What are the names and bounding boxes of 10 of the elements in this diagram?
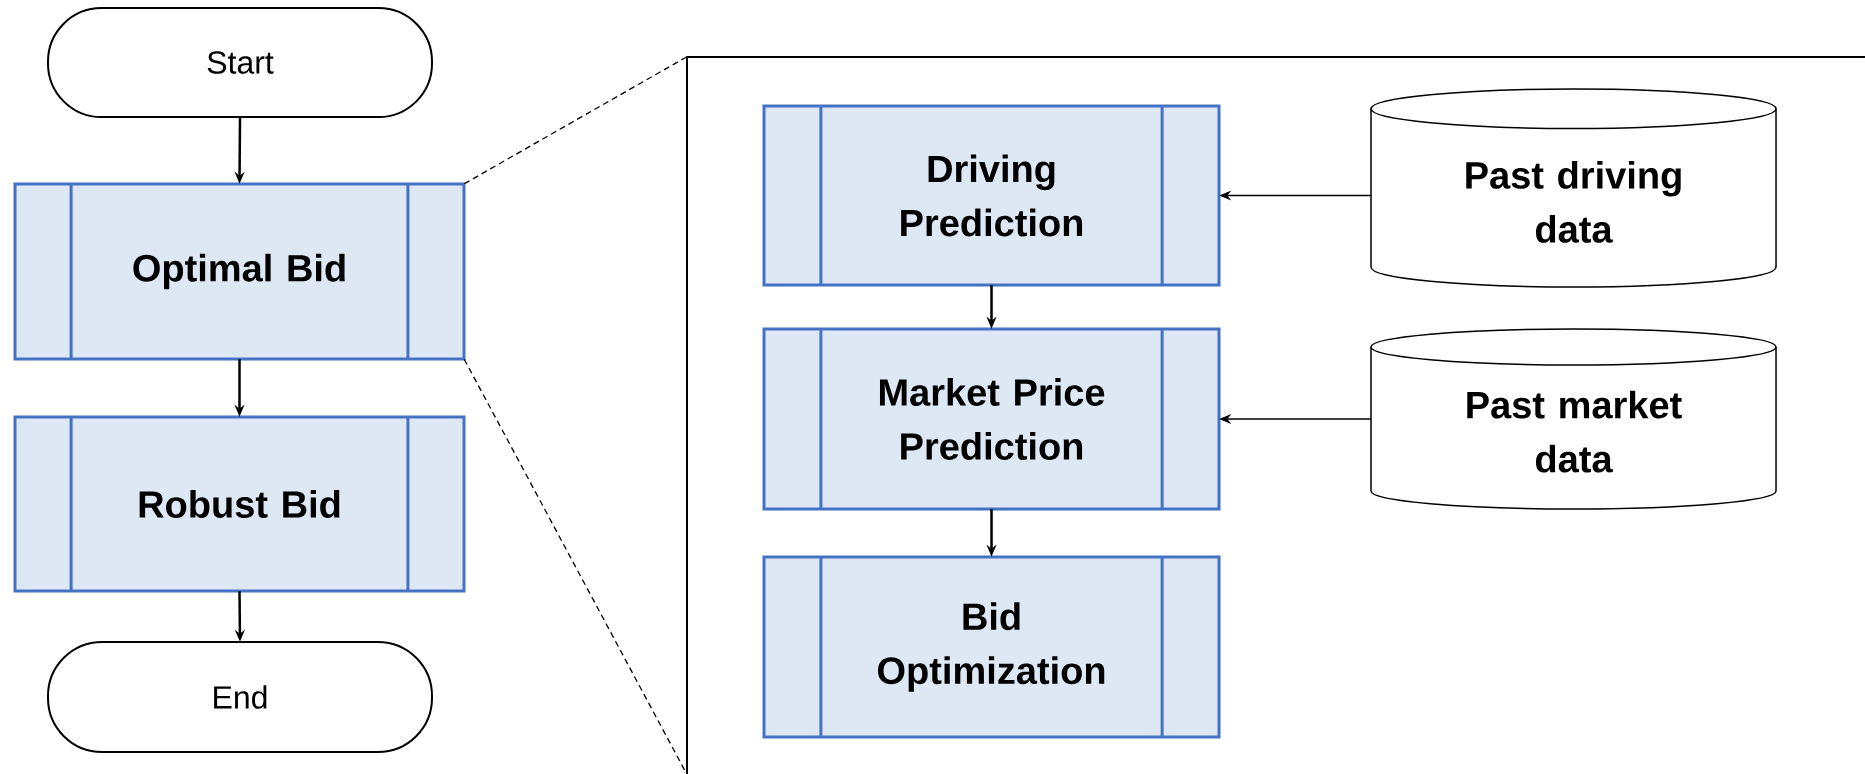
process-box: Driving Prediction bbox=[762, 104, 1221, 287]
process-box: Robust Bid bbox=[13, 415, 466, 593]
zoom-line bbox=[463, 56, 688, 185]
database-cylinder: Past market data bbox=[1370, 328, 1777, 510]
zoom-line bbox=[463, 358, 688, 774]
detail-panel bbox=[686, 56, 1865, 774]
process-box: Bid Optimization bbox=[762, 555, 1221, 739]
process-box: Market Price Prediction bbox=[762, 327, 1221, 511]
process-box: Optimal Bid bbox=[13, 182, 466, 361]
database-cylinder: Past driving data bbox=[1370, 88, 1777, 288]
